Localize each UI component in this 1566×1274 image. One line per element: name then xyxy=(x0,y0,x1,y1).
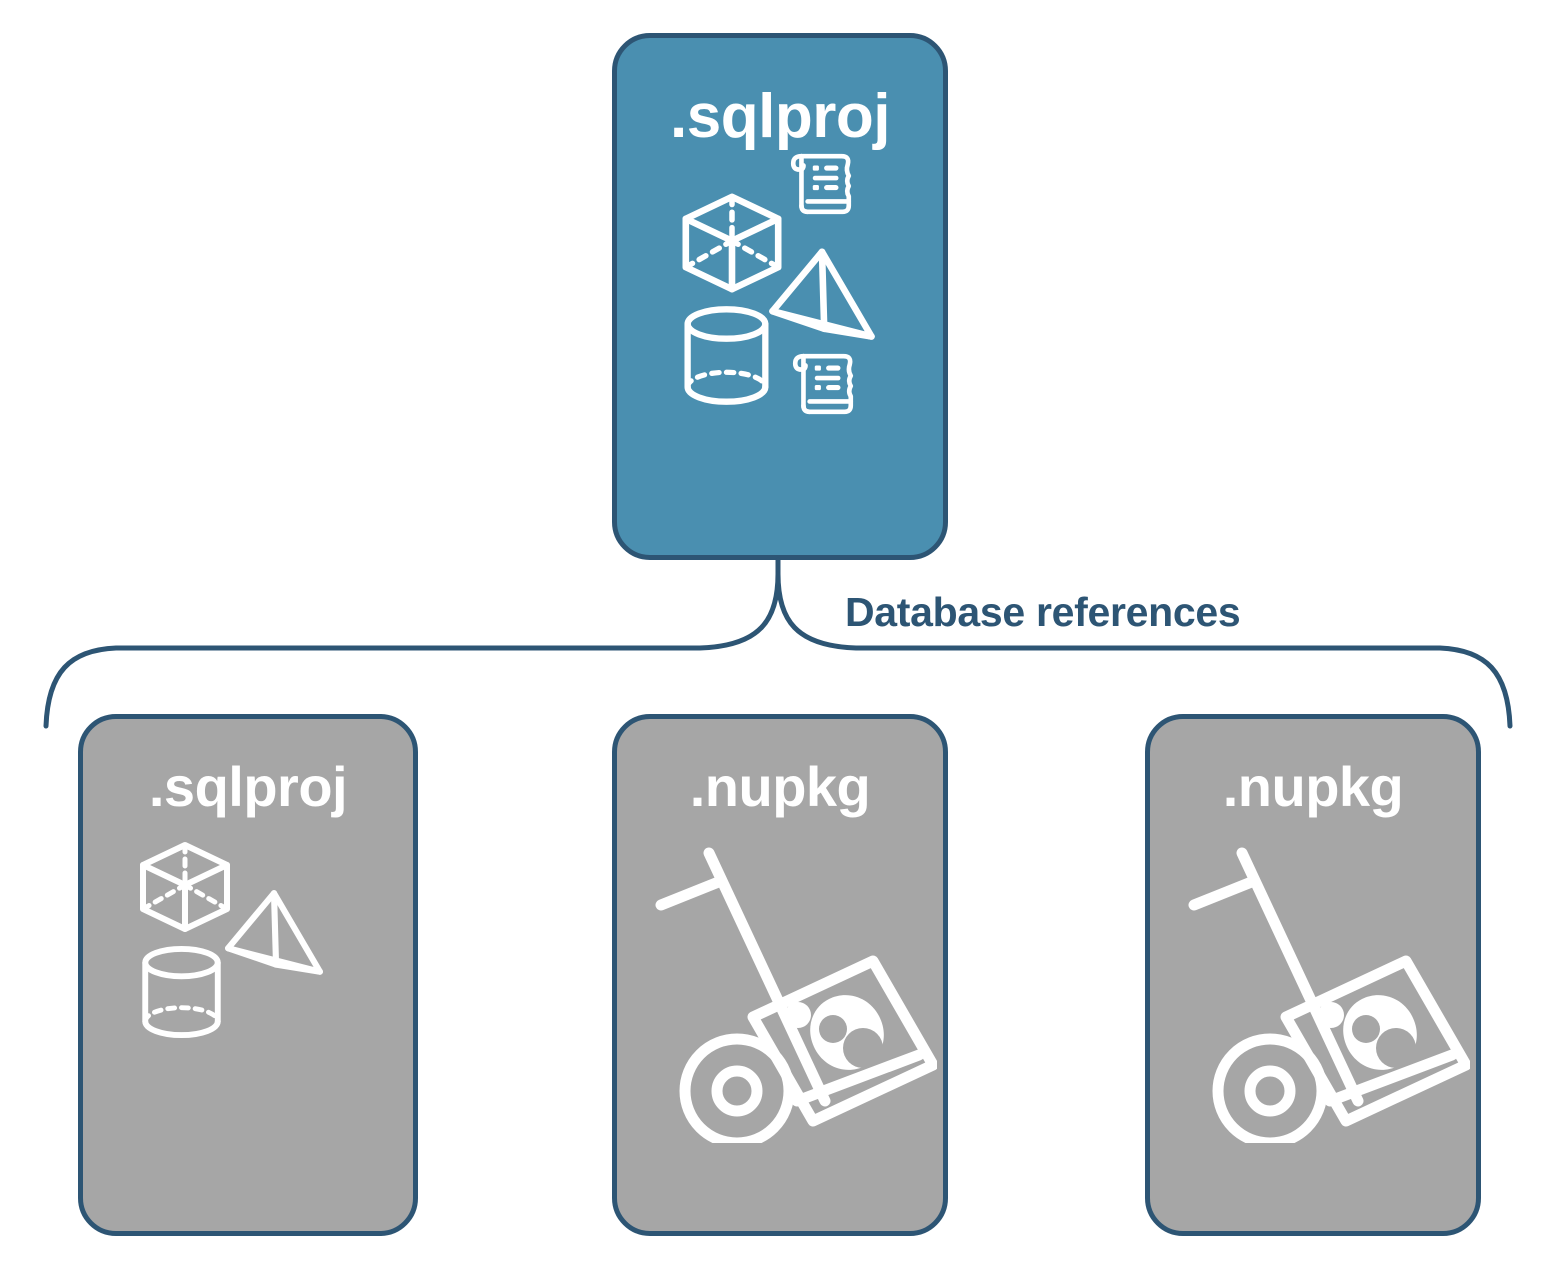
node-child-nupkg-2-title: .nupkg xyxy=(1222,755,1404,818)
scroll-icon xyxy=(792,353,854,415)
node-parent-artwork xyxy=(617,148,943,555)
scroll-icon xyxy=(790,153,852,215)
pyramid-icon xyxy=(769,248,875,340)
hand-truck-icon xyxy=(655,847,937,1143)
connector-label: Database references xyxy=(845,589,1241,635)
node-child-sqlproj-title: .sqlproj xyxy=(148,755,348,818)
node-child-nupkg-2-artwork xyxy=(1150,815,1476,1231)
node-child-sqlproj[interactable]: .sqlproj xyxy=(78,714,418,1236)
node-parent-title: .sqlproj xyxy=(670,82,890,151)
node-child-nupkg-1[interactable]: .nupkg xyxy=(612,714,948,1236)
node-child-sqlproj-artwork xyxy=(83,815,413,1231)
node-child-nupkg-2[interactable]: .nupkg xyxy=(1145,714,1481,1236)
nuget-package-icon xyxy=(747,955,937,1127)
node-parent-sqlproj[interactable]: .sqlproj xyxy=(612,33,948,560)
cylinder-icon xyxy=(684,306,769,405)
node-child-nupkg-1-title: .nupkg xyxy=(689,755,871,818)
hand-truck-icon xyxy=(1188,847,1470,1143)
cylinder-icon xyxy=(142,945,221,1039)
nuget-package-icon xyxy=(1280,955,1470,1127)
cube-icon xyxy=(682,193,782,293)
pyramid-icon xyxy=(225,890,323,975)
node-child-nupkg-1-artwork xyxy=(617,815,943,1231)
cube-icon xyxy=(140,842,230,932)
